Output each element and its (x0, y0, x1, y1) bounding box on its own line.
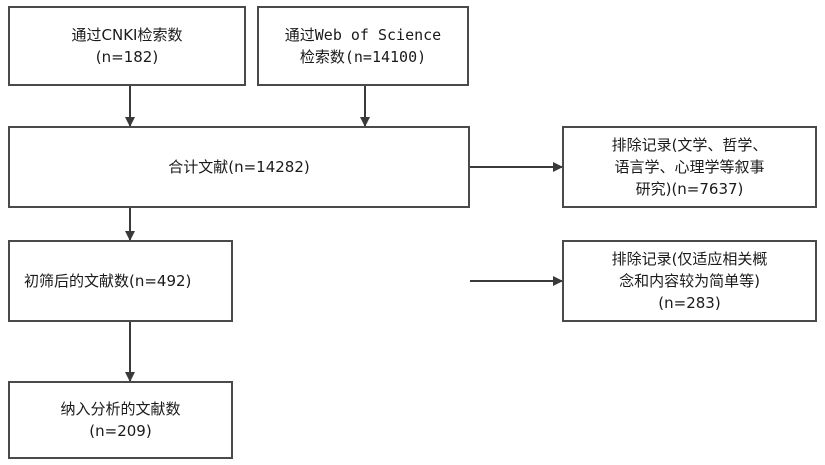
wos-line1: 通过Web of Science (284, 26, 442, 44)
excluded1-line3: 研究)(n=7637) (635, 180, 744, 198)
cnki-line2: (n=182) (95, 48, 159, 66)
box-wos-search: 通过Web of Science 检索数(n=14100) (257, 6, 469, 86)
included-line1: 纳入分析的文献数 (60, 400, 181, 418)
total-line1: 合计文献(n=14282) (168, 158, 310, 176)
excluded1-line1: 排除记录(文学、哲学、 (611, 136, 768, 154)
included-line2: (n=209) (89, 422, 152, 440)
screened-line1: 初筛后的文献数(n=492) (24, 272, 192, 290)
box-excluded-simple: 排除记录(仅适应相关概 念和内容较为简单等) (n=283) (562, 240, 817, 322)
excluded2-line1: 排除记录(仅适应相关概 (611, 250, 768, 268)
box-excluded-narrative: 排除记录(文学、哲学、 语言学、心理学等叙事 研究)(n=7637) (562, 126, 817, 208)
box-total-records: 合计文献(n=14282) (8, 126, 470, 208)
box-included-records: 纳入分析的文献数 (n=209) (8, 381, 233, 459)
excluded1-line2: 语言学、心理学等叙事 (614, 158, 765, 176)
box-screened-records: 初筛后的文献数(n=492) (8, 240, 233, 322)
excluded2-line2: 念和内容较为简单等) (619, 272, 760, 290)
cnki-line1: 通过CNKI检索数 (71, 26, 183, 44)
box-cnki-search: 通过CNKI检索数 (n=182) (8, 6, 246, 86)
wos-line2: 检索数(n=14100) (299, 48, 427, 66)
excluded2-line3: (n=283) (658, 294, 721, 312)
